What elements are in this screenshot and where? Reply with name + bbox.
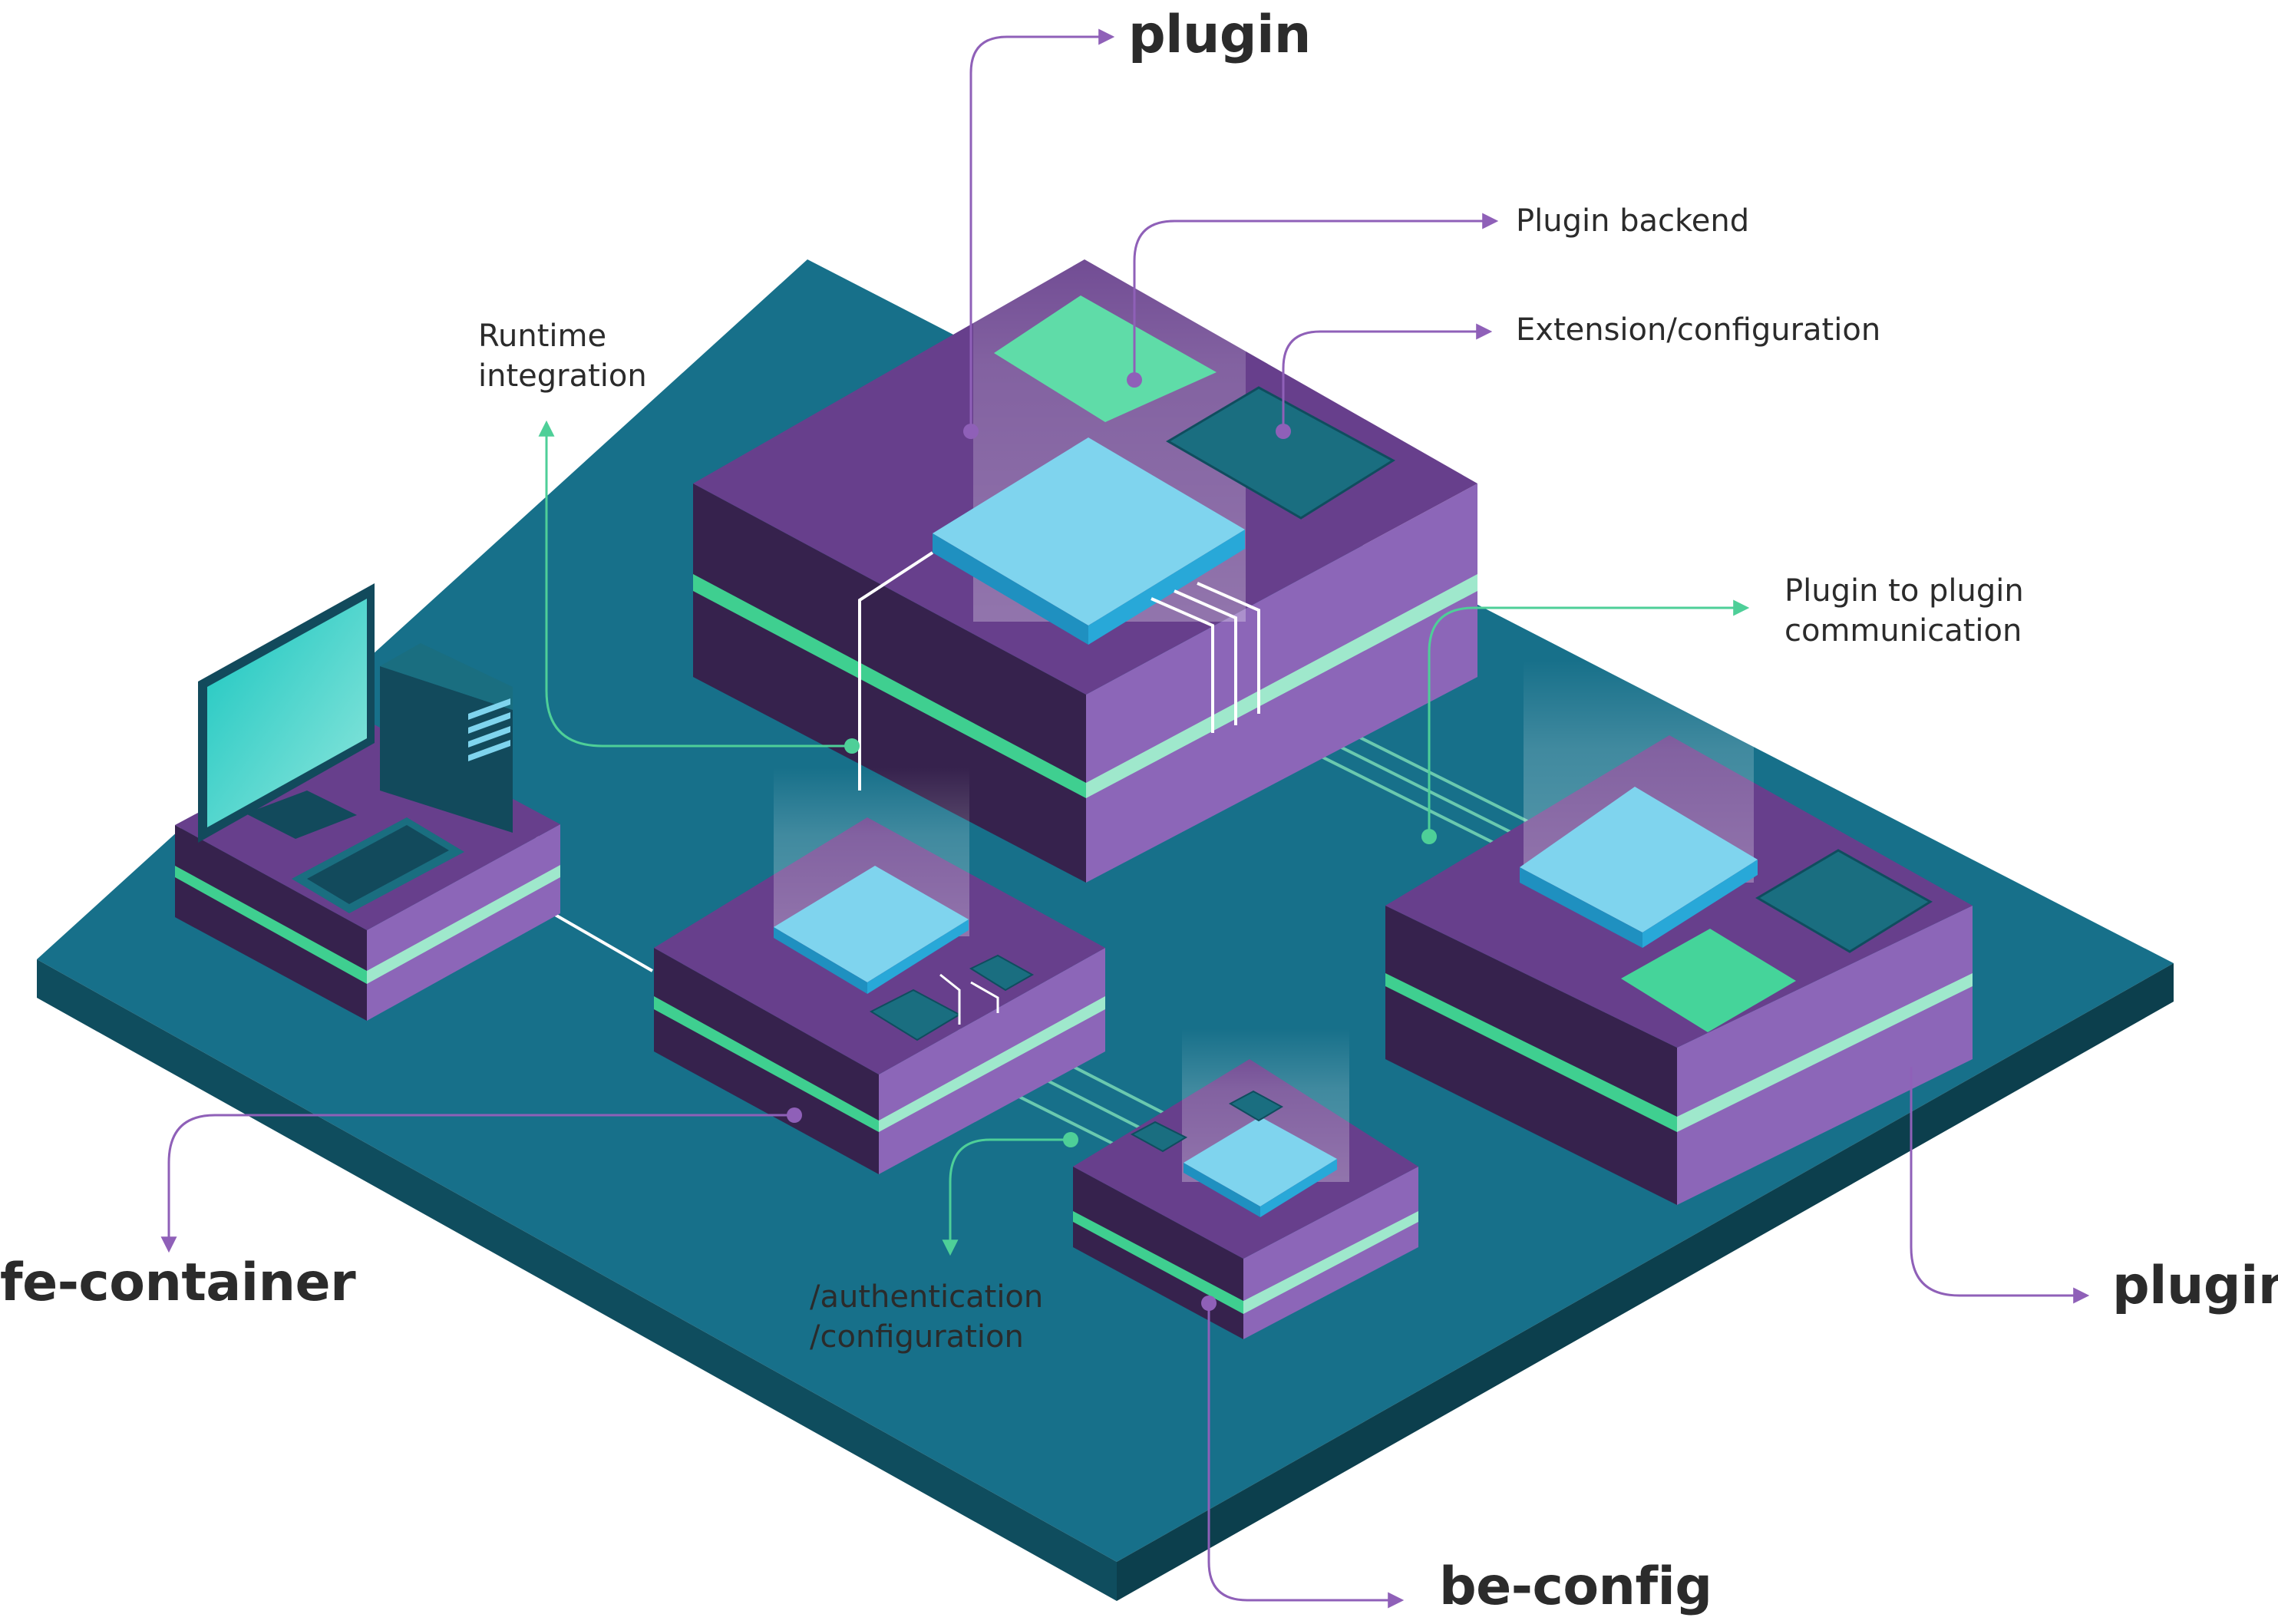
- plugin-backend-label: Plugin backend: [1516, 203, 1750, 239]
- auth-config-line-1: /authentication: [810, 1279, 1044, 1315]
- auth-config-label: /authentication /configuration: [810, 1277, 1043, 1357]
- base-left-side: [37, 959, 1117, 1601]
- plugin-top-label: plugin: [1128, 5, 1311, 65]
- base-top: [37, 259, 2174, 1562]
- fe-container-block: [654, 767, 1105, 1174]
- base-platform: [37, 259, 2174, 1601]
- extension-configuration-label: Extension/configuration: [1516, 312, 1881, 348]
- be-config-block: [1073, 1028, 1418, 1339]
- computer-block: [175, 583, 560, 1021]
- runtime-integration-line-1: Runtime: [478, 319, 607, 354]
- runtime-integration-label: Runtime integration: [478, 316, 647, 396]
- computer-tower: [380, 666, 513, 833]
- plugin-right-block: [1385, 660, 1973, 1205]
- base-right-side: [1117, 963, 2174, 1601]
- auth-config-line-2: /configuration: [810, 1319, 1024, 1355]
- runtime-integration-line-2: integration: [478, 358, 647, 394]
- plugin-right-label: plugin: [2112, 1256, 2278, 1316]
- plugin-top-block: [693, 192, 1477, 883]
- plugin-to-plugin-label: Plugin to plugin communication: [1784, 571, 2024, 651]
- plugin-to-plugin-line-2: communication: [1784, 613, 2022, 649]
- fe-container-label: fe-container: [0, 1253, 356, 1313]
- be-config-label: be-config: [1439, 1556, 1712, 1617]
- annotation-leaders: [160, 28, 2090, 1609]
- plugin-to-plugin-line-1: Plugin to plugin: [1784, 573, 2024, 609]
